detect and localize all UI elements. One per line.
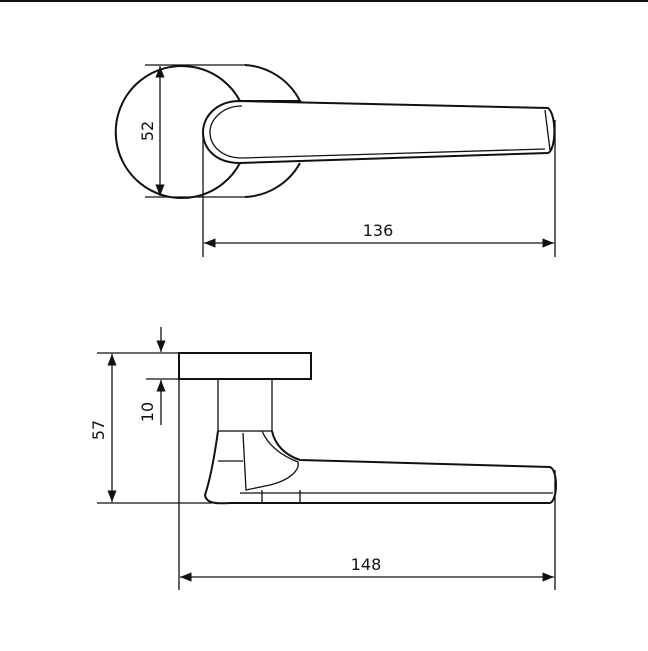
side-view: 57 10 148 [89, 327, 557, 590]
dim-52-label: 52 [138, 121, 157, 141]
lever-tip-line [544, 109, 551, 151]
neck [217, 378, 273, 432]
lever-inner-line [209, 105, 546, 159]
dim-57-label: 57 [89, 420, 108, 440]
dim-148-label: 148 [351, 555, 382, 574]
dim-10-label: 10 [138, 402, 157, 422]
lever-side-outline [203, 430, 557, 505]
rose-circle [114, 65, 241, 199]
lever-outline [201, 99, 556, 165]
lever-side-inner-curve [242, 430, 299, 491]
rose-plate [178, 352, 312, 380]
top-view: 52 136 [114, 64, 556, 257]
dim-136-label: 136 [363, 221, 394, 240]
rose-circle-right [240, 64, 302, 198]
